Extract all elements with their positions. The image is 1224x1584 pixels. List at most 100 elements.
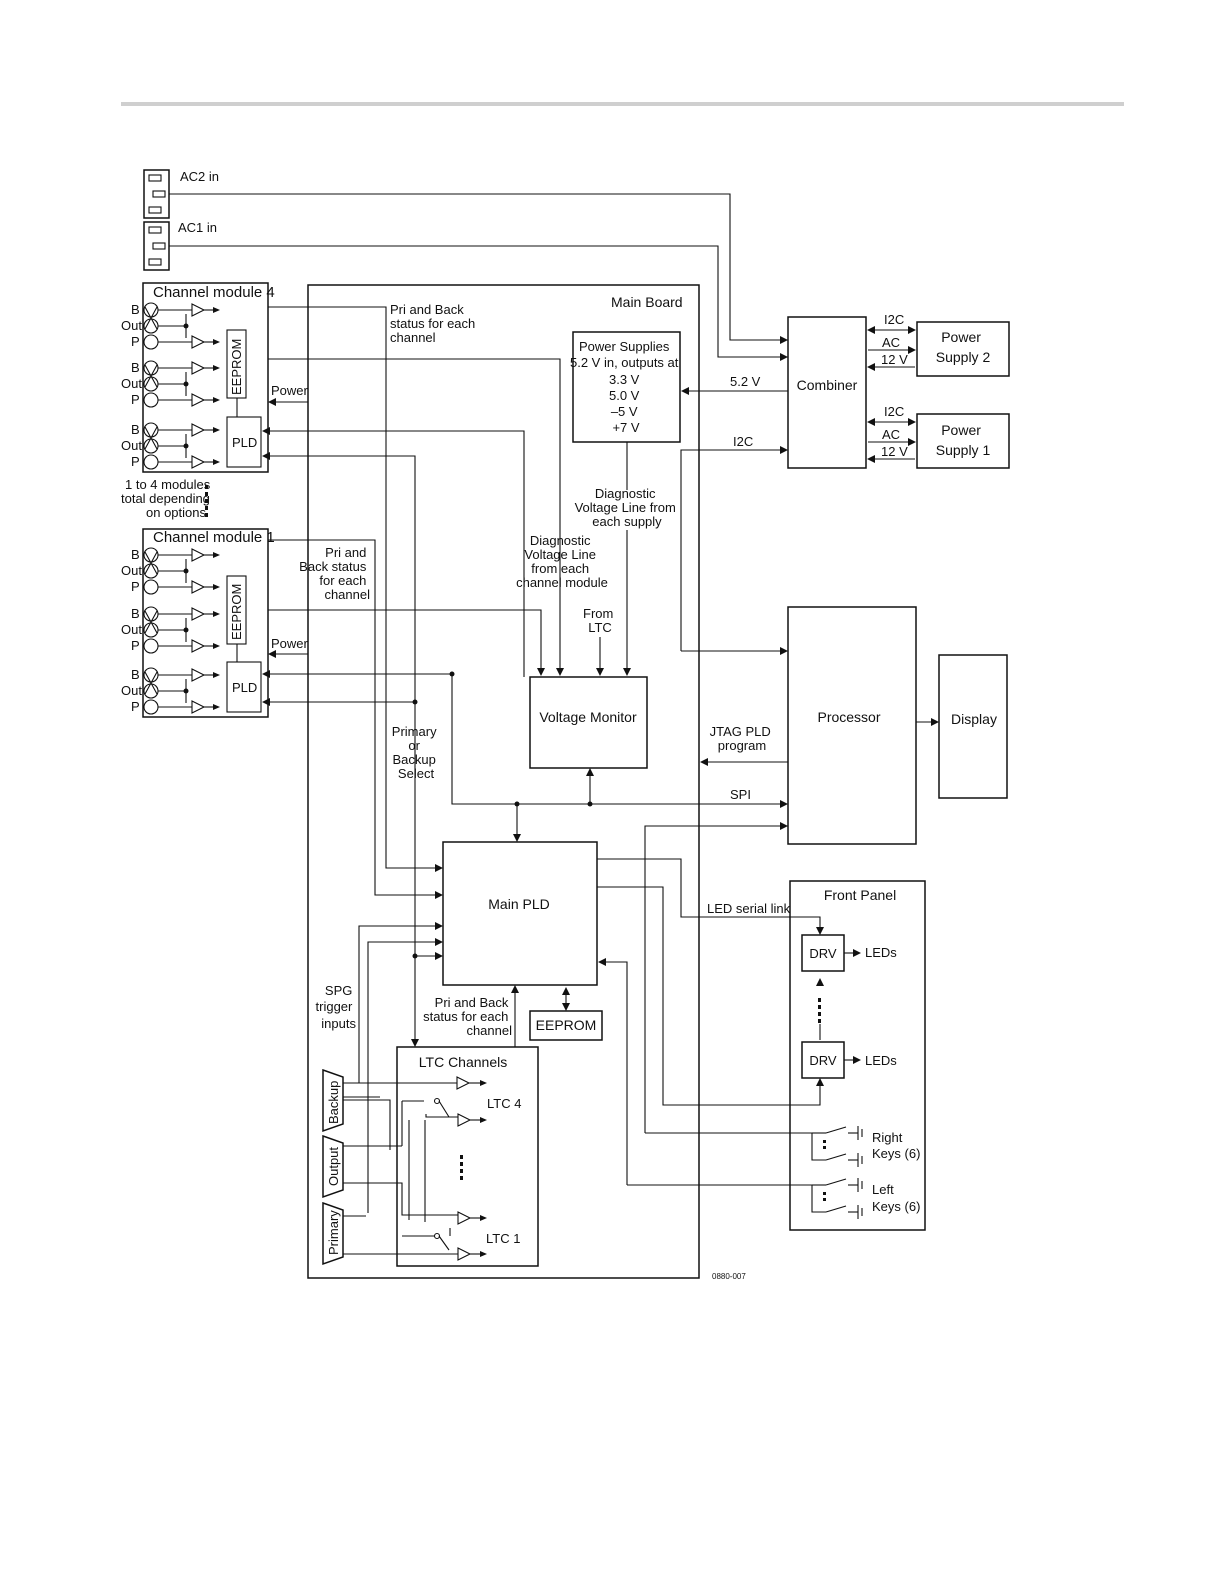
- bnc-connector-icon: [143, 454, 159, 470]
- header-rule: [121, 102, 1124, 106]
- port-label-port_b: B: [131, 547, 140, 562]
- from-ltc-label: From LTC: [583, 606, 617, 635]
- figure-id: 0880-007: [712, 1272, 746, 1281]
- i2c-label: I2C: [733, 434, 753, 449]
- port-label-port_out: Out: [121, 563, 142, 578]
- drv-bottom-label: DRV: [809, 1053, 837, 1068]
- bnc-connector-icon: [143, 334, 159, 350]
- power-label-cm4: Power: [271, 383, 309, 398]
- power-supply-2-label: Power Supply 2: [936, 329, 991, 365]
- leds-bottom-label: LEDs: [865, 1053, 897, 1068]
- svg-text:Primary: Primary: [326, 1210, 341, 1255]
- ltc-wiring: [343, 1076, 487, 1261]
- i2c-ps1-label: I2C: [884, 404, 904, 419]
- ellipsis-dots-drv: [816, 978, 824, 1040]
- main-board-title: Main Board: [611, 294, 683, 310]
- primary-backup-select-label: Primary or Backup Select: [392, 724, 440, 781]
- combiner-ps-links: [867, 326, 916, 463]
- pri-back-status-bottom: Pri and Back status for each channel: [423, 995, 512, 1038]
- ltc4-label: LTC 4: [487, 1096, 521, 1111]
- power-supply-1-label: Power Supply 1: [936, 422, 991, 458]
- cm4-eeprom-label: EEPROM: [229, 339, 244, 395]
- port-label-port_out: Out: [121, 683, 142, 698]
- svg-text:Backup: Backup: [326, 1081, 341, 1124]
- main-eeprom-label: EEPROM: [536, 1017, 597, 1033]
- ac2-line: [169, 193, 788, 341]
- combiner-label: Combiner: [797, 377, 858, 393]
- voltage-monitor-label: Voltage Monitor: [539, 709, 637, 725]
- cm1-pld-label: PLD: [232, 680, 257, 695]
- port-label-port_p: P: [131, 638, 140, 653]
- combiner-block: [787, 316, 867, 469]
- ac2-in-label: AC2 in: [180, 169, 219, 184]
- main-pld-label: Main PLD: [488, 896, 549, 912]
- jtag-label: JTAG PLD program: [710, 724, 775, 753]
- channel-module-4-title: Channel module 4: [153, 284, 275, 301]
- cm1-eeprom-label: EEPROM: [229, 584, 244, 640]
- backup-connector: Backup: [322, 1068, 344, 1133]
- led-serial-link-label: LED serial link: [707, 901, 791, 916]
- ac1-inlet: [143, 221, 170, 271]
- front-panel-block: [789, 880, 926, 1231]
- spg-trigger-label: SPG trigger inputs: [316, 983, 357, 1031]
- power-label-cm1: Power: [271, 636, 309, 651]
- i2c-line: [680, 449, 786, 651]
- diag-supply-label: Diagnostic Voltage Line from each supply: [575, 486, 680, 529]
- ac2-inlet: [143, 169, 170, 219]
- port-label-port_b: B: [131, 360, 140, 375]
- svg-text:Output: Output: [326, 1147, 341, 1186]
- main-board: [307, 284, 700, 1279]
- display-label: Display: [951, 711, 997, 727]
- v52-label: 5.2 V: [730, 374, 761, 389]
- main-pld-block: [442, 841, 598, 986]
- port-label-port_b: B: [131, 667, 140, 682]
- processor-label: Processor: [817, 709, 880, 725]
- port-label-port_b: B: [131, 606, 140, 621]
- front-panel-label: Front Panel: [824, 887, 896, 903]
- spi-label: SPI: [730, 787, 751, 802]
- port-label-port_p: P: [131, 454, 140, 469]
- port-label-port_p: P: [131, 334, 140, 349]
- port-label-port_p: P: [131, 699, 140, 714]
- output-connector: Output: [322, 1134, 344, 1199]
- pri-back-status-mid: Pri and Back status for each channel: [299, 545, 370, 602]
- diag-channel-label: Diagnostic Voltage Line from each channe…: [516, 533, 608, 590]
- ac1-in-label: AC1 in: [178, 220, 217, 235]
- ltc1-label: LTC 1: [486, 1231, 520, 1246]
- drv-top-label: DRV: [809, 946, 837, 961]
- cm4-pld-label: PLD: [232, 435, 257, 450]
- ac-ps2-label: AC: [882, 335, 900, 350]
- display-block: [938, 654, 1008, 799]
- ltc-channels-label: LTC Channels: [419, 1054, 507, 1070]
- bnc-connector-icon: [143, 699, 159, 715]
- right-keys-switches: [645, 1126, 863, 1167]
- primary-connector: Primary: [322, 1201, 344, 1266]
- port-label-port_out: Out: [121, 318, 142, 333]
- ellipsis-dots-ltc: [460, 1155, 463, 1180]
- channel-module-4: Channel module 4 EEPROM PLD: [142, 282, 275, 473]
- v12-ps2-label: 12 V: [881, 352, 908, 367]
- port-label-port_b: B: [131, 422, 140, 437]
- ac1-line: [169, 245, 788, 358]
- voltage-monitor-block: [529, 676, 648, 769]
- ac-ps1-label: AC: [882, 427, 900, 442]
- left-keys-switches: [627, 1178, 863, 1219]
- leds-top-label: LEDs: [865, 945, 897, 960]
- power-supply-2-block: [916, 321, 1010, 377]
- right-keys-label: Right Keys (6): [872, 1130, 920, 1161]
- v12-ps1-label: 12 V: [881, 444, 908, 459]
- i2c-ps2-label: I2C: [884, 312, 904, 327]
- power-supply-1-block: [916, 413, 1010, 469]
- main-board-wiring: [262, 306, 824, 1213]
- modules-note: 1 to 4 modules total depending on option…: [121, 477, 214, 520]
- port-label-port_p: P: [131, 392, 140, 407]
- bnc-connector-icon: [143, 638, 159, 654]
- port-label-port_out: Out: [121, 438, 142, 453]
- ellipsis-dots-modules: [205, 485, 208, 517]
- port-label-port_p: P: [131, 579, 140, 594]
- port-label-port_out: Out: [121, 376, 142, 391]
- port-label-port_out: Out: [121, 622, 142, 637]
